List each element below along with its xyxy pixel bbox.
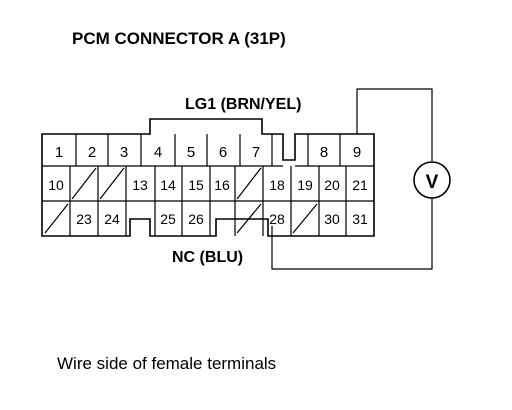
pin-20: 20 bbox=[324, 177, 340, 193]
pin-1: 1 bbox=[55, 144, 63, 161]
pin-13: 13 bbox=[132, 177, 148, 193]
pin-19: 19 bbox=[297, 177, 313, 193]
pin-6: 6 bbox=[219, 144, 227, 161]
pin-15: 15 bbox=[188, 177, 204, 193]
pin-18: 18 bbox=[269, 177, 285, 193]
row3-dividers bbox=[69, 201, 347, 236]
pin-28: 28 bbox=[269, 211, 285, 227]
row3-empty-cavities bbox=[44, 203, 318, 234]
row2-empty-cavities bbox=[71, 167, 262, 200]
voltmeter-symbol: V bbox=[426, 172, 439, 193]
pin-25: 25 bbox=[160, 211, 176, 227]
pin-9: 9 bbox=[353, 144, 361, 161]
pin-30: 30 bbox=[324, 211, 340, 227]
probe-wire-bottom bbox=[271, 198, 433, 270]
pin-7: 7 bbox=[252, 144, 260, 161]
pin-2: 2 bbox=[88, 144, 96, 161]
pin-14: 14 bbox=[160, 177, 176, 193]
row1-dividers bbox=[75, 134, 341, 166]
diagram-caption: Wire side of female terminals bbox=[57, 354, 276, 373]
pin-21: 21 bbox=[352, 177, 368, 193]
pin-16: 16 bbox=[214, 177, 230, 193]
pin-3: 3 bbox=[120, 144, 128, 161]
probe-wire-top bbox=[356, 88, 433, 161]
top-wire-label: LG1 (BRN/YEL) bbox=[185, 96, 301, 113]
pin-10: 10 bbox=[48, 177, 64, 193]
pin-24: 24 bbox=[104, 211, 120, 227]
pin-4: 4 bbox=[154, 144, 162, 161]
diagram-title: PCM CONNECTOR A (31P) bbox=[72, 29, 286, 48]
pin-31: 31 bbox=[352, 211, 368, 227]
pin-8: 8 bbox=[320, 144, 328, 161]
connector-outline bbox=[41, 118, 375, 237]
pin-23: 23 bbox=[76, 211, 92, 227]
bottom-wire-label: NC (BLU) bbox=[172, 249, 243, 266]
pin-5: 5 bbox=[187, 144, 195, 161]
voltmeter-icon bbox=[413, 161, 451, 199]
row2-dividers bbox=[69, 166, 347, 201]
pin-26: 26 bbox=[188, 211, 204, 227]
